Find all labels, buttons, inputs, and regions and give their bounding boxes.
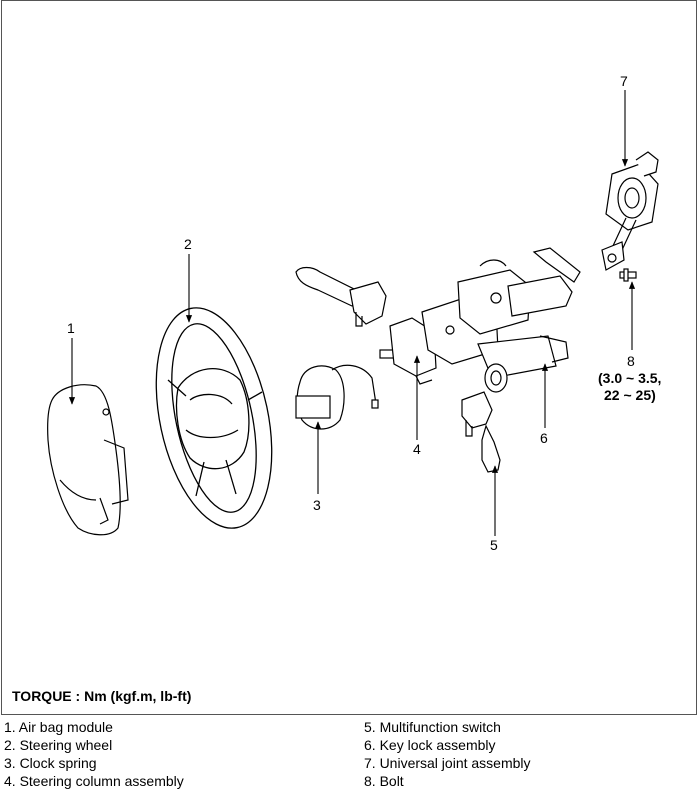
legend-item: 7. Universal joint assembly	[364, 755, 531, 771]
callout-3: 3	[313, 497, 321, 513]
callout-5: 5	[490, 537, 498, 553]
legend-item: 8. Bolt	[364, 773, 404, 789]
legend-item: 5. Multifunction switch	[364, 719, 501, 735]
legend-item: 1. Air bag module	[4, 719, 113, 735]
multifunction-switch-drawing	[461, 391, 501, 473]
legend-item: 4. Steering column assembly	[4, 773, 184, 789]
callout-4: 4	[413, 441, 421, 457]
bolt-torque-line-2: 22 ~ 25)	[604, 387, 656, 403]
steering-column-drawing	[379, 247, 581, 393]
bolt-drawing	[619, 268, 637, 282]
legend-column-right: 5. Multifunction switch 6. Key lock asse…	[364, 718, 531, 790]
callout-6: 6	[540, 430, 548, 446]
wiper-switch-drawing	[295, 266, 387, 327]
callout-8: 8	[627, 353, 635, 369]
torque-units-note: TORQUE : Nm (kgf.m, lb-ft)	[12, 688, 192, 704]
universal-joint-drawing	[601, 151, 659, 271]
legend-item: 2. Steering wheel	[4, 737, 113, 753]
leader-lines	[68, 90, 636, 536]
legend-item: 6. Key lock assembly	[364, 737, 496, 753]
legend-item: 3. Clock spring	[4, 755, 97, 771]
callout-2: 2	[184, 236, 192, 252]
clock-spring-drawing	[295, 364, 379, 430]
steering-wheel-drawing	[155, 307, 273, 529]
air-bag-module-drawing	[47, 384, 129, 536]
exploded-view-diagram: 1 2 3 4 5 6 7 8 (3.0 ~ 3.5, 22 ~ 25)	[47, 73, 661, 553]
legend-column-left: 1. Air bag module 2. Steering wheel 3. C…	[4, 718, 184, 790]
bolt-torque-line-1: (3.0 ~ 3.5,	[598, 370, 661, 386]
callout-1: 1	[67, 320, 75, 336]
callout-7: 7	[620, 73, 628, 89]
diagram-frame	[1, 0, 697, 715]
